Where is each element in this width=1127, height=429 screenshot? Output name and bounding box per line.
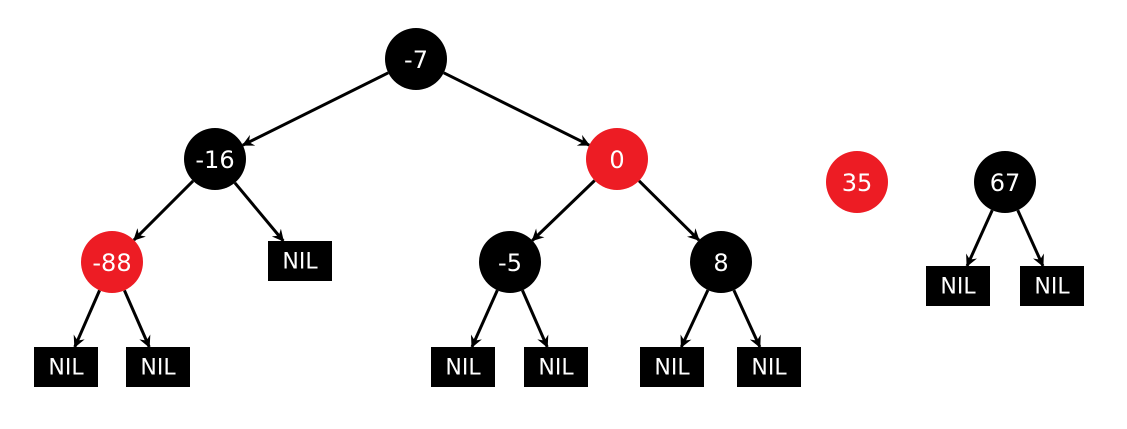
nil-box (34, 347, 98, 387)
node-circle-black (479, 231, 541, 293)
edge-arrow-n0-to-n8 (637, 179, 701, 242)
tree-node-black: -5 (479, 231, 541, 293)
nil-leaf: NIL (926, 266, 990, 306)
node-circle-black (385, 28, 447, 90)
edge-arrow-n-16-to-nil-a (233, 181, 285, 242)
nil-box (640, 347, 704, 387)
node-value-label: 0 (609, 146, 624, 174)
edge-arrow-n-88-to-nil-b (73, 289, 101, 348)
node-value-label: 67 (990, 169, 1021, 197)
nil-leaf: NIL (34, 347, 98, 387)
node-value-label: 8 (713, 249, 728, 277)
edge-arrow-n67-to-nil-i (1016, 209, 1045, 267)
tree-node-red: 0 (586, 128, 648, 190)
edges-layer (73, 71, 1045, 348)
nil-leaf: NIL (431, 347, 495, 387)
node-value-label: 35 (842, 169, 873, 197)
edge-arrow-n67-to-nil-h (965, 209, 994, 267)
nil-label: NIL (751, 356, 787, 381)
node-value-label: -7 (404, 46, 428, 74)
edge-arrow-n8-to-nil-f (679, 289, 710, 348)
nil-label: NIL (445, 356, 481, 381)
nil-label: NIL (140, 356, 176, 381)
node-circle-red (826, 151, 888, 213)
node-circle-red (81, 231, 143, 293)
tree-node-black: 67 (974, 151, 1036, 213)
node-value-label: -16 (195, 146, 234, 174)
node-value-label: -88 (92, 249, 131, 277)
tree-node-black: -7 (385, 28, 447, 90)
node-circle-red (586, 128, 648, 190)
edge-arrow-n-5-to-nil-d (470, 289, 499, 348)
tree-node-red: 35 (826, 151, 888, 213)
edge-arrow-n-7-to-n0 (443, 71, 591, 147)
node-circle-black (974, 151, 1036, 213)
node-circle-black (690, 231, 752, 293)
nil-box (1020, 266, 1084, 306)
nil-label: NIL (282, 250, 318, 275)
nil-box (737, 347, 801, 387)
edge-arrow-n0-to-n-5 (531, 179, 596, 242)
nil-label: NIL (654, 356, 690, 381)
edge-arrow-n-16-to-n-88 (132, 179, 195, 242)
nil-leaf: NIL (640, 347, 704, 387)
nil-box (268, 241, 332, 281)
node-circle-black (184, 128, 246, 190)
nil-box (524, 347, 588, 387)
nil-box (431, 347, 495, 387)
nil-box (926, 266, 990, 306)
tree-node-black: 8 (690, 231, 752, 293)
nil-label: NIL (48, 356, 84, 381)
edge-arrow-n-88-to-nil-c (123, 289, 151, 348)
nil-leaf: NIL (1020, 266, 1084, 306)
nil-label: NIL (1034, 275, 1070, 300)
edge-arrow-n8-to-nil-g (732, 289, 762, 348)
tree-node-black: -16 (184, 128, 246, 190)
node-value-label: -5 (498, 249, 522, 277)
nil-box (126, 347, 190, 387)
edge-arrow-n-5-to-nil-e (521, 289, 549, 348)
nil-leaf: NIL (126, 347, 190, 387)
edge-arrow-n-7-to-n-16 (241, 71, 389, 147)
tree-node-red: -88 (81, 231, 143, 293)
nil-leaf: NIL (737, 347, 801, 387)
nil-label: NIL (538, 356, 574, 381)
nil-leaf: NIL (524, 347, 588, 387)
nil-leaf: NIL (268, 241, 332, 281)
nil-label: NIL (940, 275, 976, 300)
